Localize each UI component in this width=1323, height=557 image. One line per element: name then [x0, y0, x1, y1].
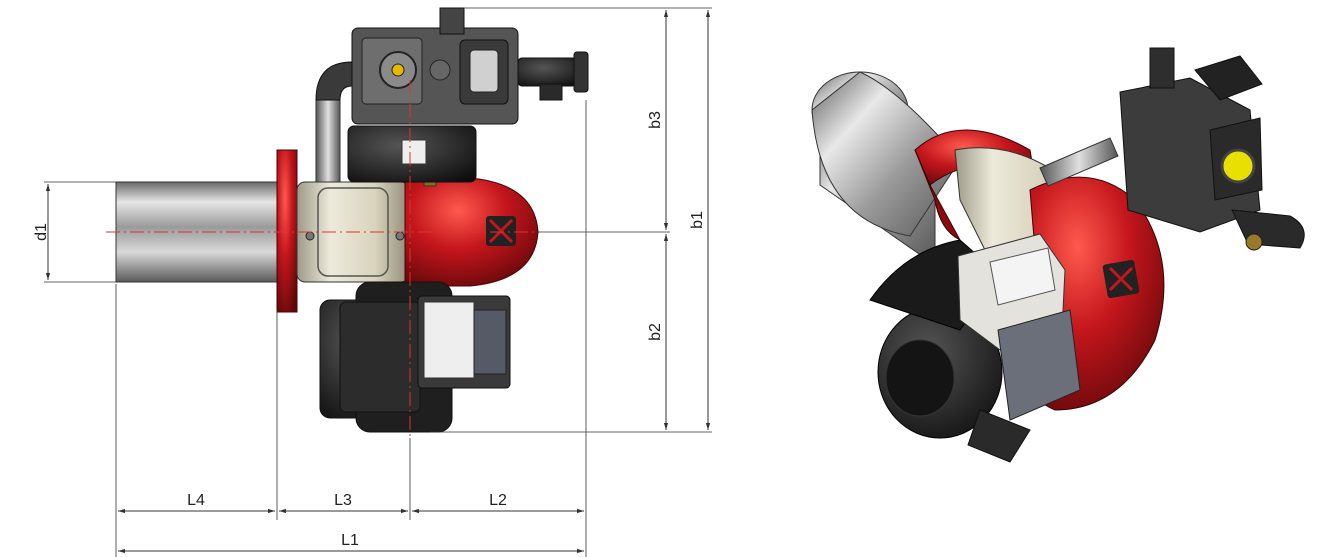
side-view: [115, 7, 589, 433]
dim-label-L2: L2: [489, 492, 507, 509]
isometric-view: [811, 47, 1305, 463]
gas-pipe-vertical: [315, 99, 341, 183]
dim-label-d1: d1: [33, 223, 50, 241]
dim-label-L3: L3: [334, 492, 352, 509]
dim-label-L1: L1: [341, 532, 359, 549]
iso-gas-pipe: [1039, 137, 1119, 187]
mounting-flange: [276, 149, 298, 313]
dim-label-b3: b3: [647, 111, 664, 129]
dim-label-b1: b1: [689, 211, 706, 229]
extension-lines: [44, 7, 712, 557]
dim-label-L4: L4: [187, 492, 205, 509]
solenoid-indicator-icon: [1220, 148, 1256, 184]
gas-inlet-fitting: [517, 57, 583, 87]
pipe-elbow: [315, 61, 353, 101]
dim-label-b2: b2: [647, 323, 664, 341]
dimension-lines: [45, 10, 711, 554]
